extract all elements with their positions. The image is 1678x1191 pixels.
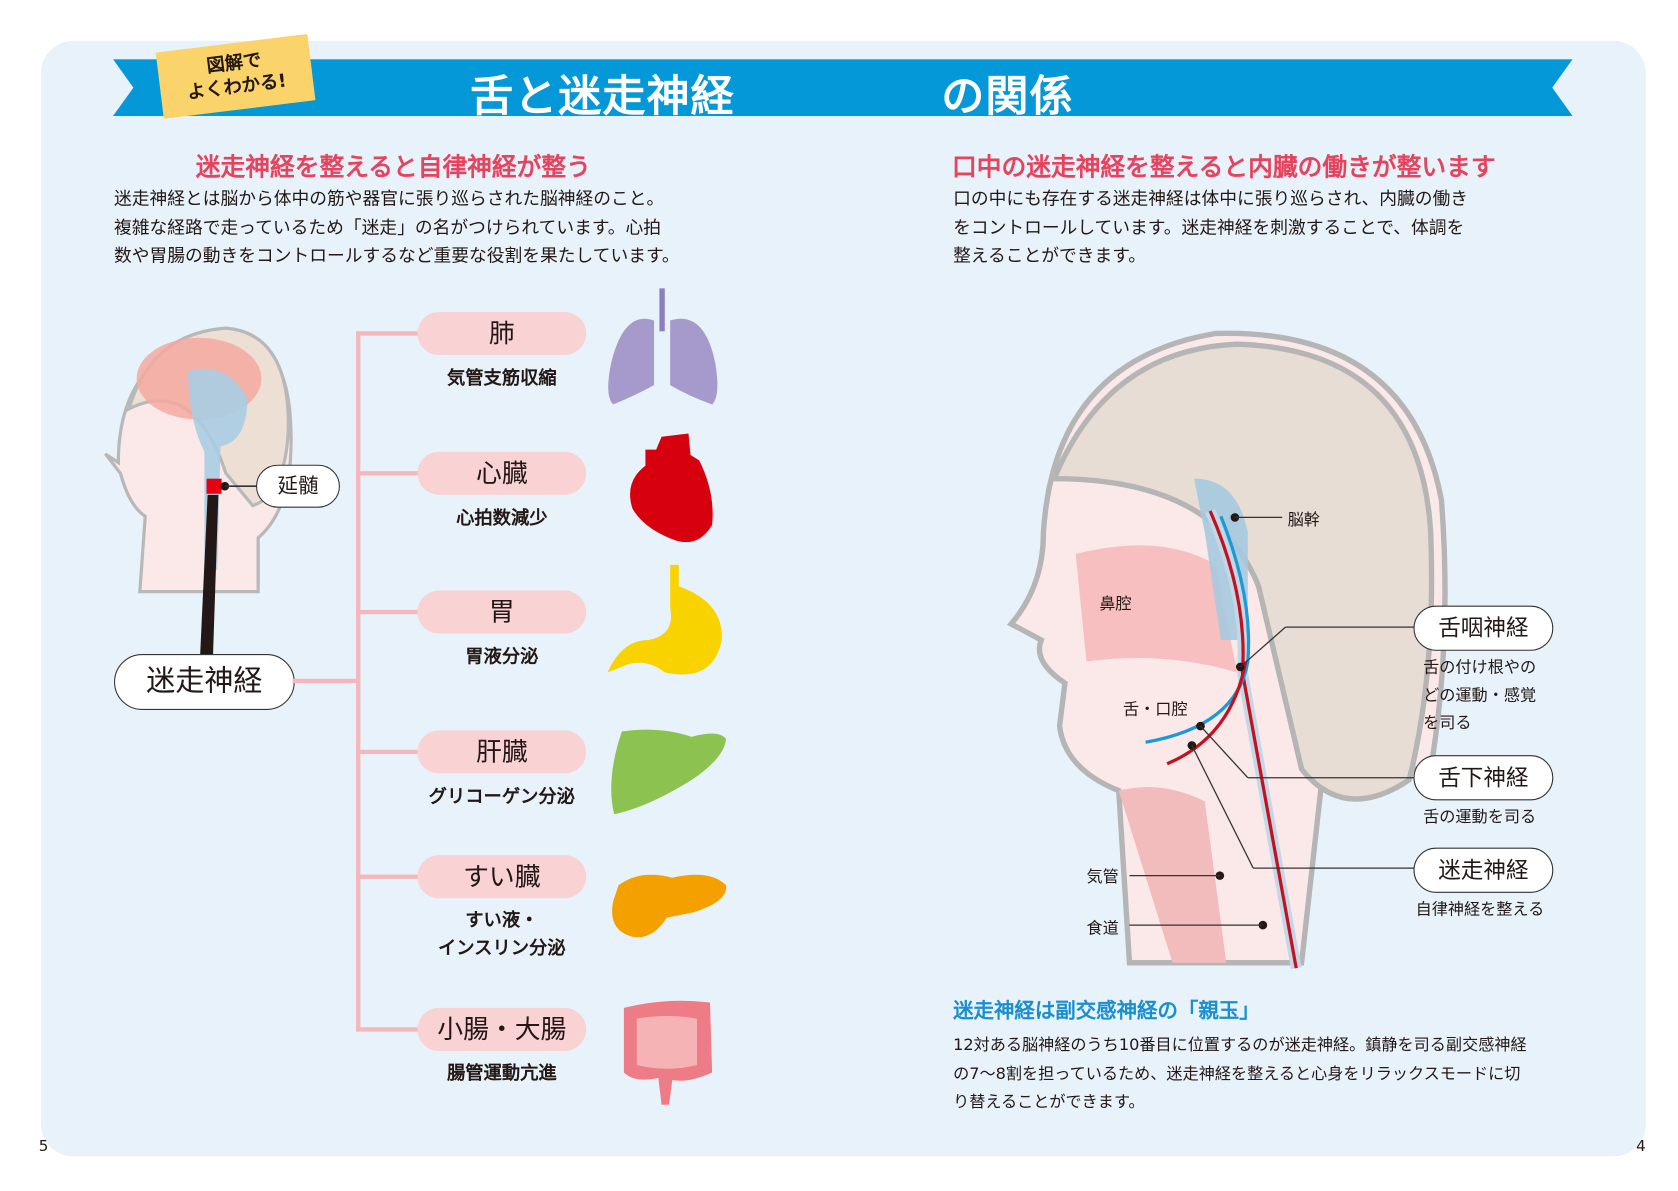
nerve-vagus: 迷走神経 xyxy=(1413,847,1554,893)
organ-effect: 胃液分泌 xyxy=(465,646,539,669)
medulla-label: 延髄 xyxy=(256,464,340,508)
organ-pancreas: すい臓 xyxy=(417,855,587,899)
label-trachea: 気管 xyxy=(1086,867,1119,887)
body-line: の7～8割を担っているため、迷走神経を整えると心身をリラックスモードに切 xyxy=(953,1063,1521,1083)
nerve-hypoglossal: 舌下神経 xyxy=(1413,755,1554,801)
connector-branch xyxy=(356,1027,421,1032)
organ-stomach: 胃 xyxy=(417,590,587,634)
connector-trunk xyxy=(356,331,361,1032)
connector-branch xyxy=(356,471,421,476)
connector-branch xyxy=(356,331,421,336)
desc-line: どの運動・感覚 xyxy=(1423,685,1537,705)
page-number-left: 5 xyxy=(38,1138,49,1156)
note-body: 12対ある脳神経のうち10番目に位置するのが迷走神経。鎮静を司る副交感神経 の7… xyxy=(953,1031,1527,1117)
body-line: 迷走神経とは脳から体中の筋や器官に張り巡らされた脳神経のこと。 xyxy=(114,188,665,209)
page-number-right: 4 xyxy=(1636,1138,1646,1156)
organ-effect: グリコーゲン分泌 xyxy=(428,786,575,808)
head-neck-anatomy-illustration xyxy=(1006,330,1448,970)
body-line: 数や胃腸の動きをコントロールするなど重要な役割を果たしています。 xyxy=(114,245,680,266)
body-line: 12対ある脳神経のうち10番目に位置するのが迷走神経。鎮静を司る副交感神経 xyxy=(953,1034,1527,1055)
note-heading: 迷走神経は副交感神経の「親玉」 xyxy=(953,999,1260,1023)
nerve-description: 自律神経を整える xyxy=(1415,899,1545,919)
label-brainstem: 脳幹 xyxy=(1287,509,1320,530)
head-brain-illustration xyxy=(104,326,293,657)
effect-line: すい液・ xyxy=(465,910,539,932)
stomach-icon xyxy=(607,564,722,675)
connector-branch xyxy=(356,749,421,755)
nerve-glossopharyngeal: 舌咽神経 xyxy=(1413,605,1554,651)
organ-effect: すい液・ インスリン分泌 xyxy=(398,907,606,963)
liver-icon xyxy=(611,729,727,815)
right-heading: 口中の迷走神経を整えると内臓の働きが整います xyxy=(951,153,1496,182)
right-body: 口の中にも存在する迷走神経は体中に張り巡らされ、内臓の働き をコントロールしてい… xyxy=(953,185,1468,271)
organ-lungs: 肺 xyxy=(417,311,587,355)
organ-intestines: 小腸・大腸 xyxy=(417,1007,587,1051)
organ-effect: 気管支筋収縮 xyxy=(446,367,557,390)
title-banner xyxy=(112,59,1573,117)
desc-line: を司る xyxy=(1423,713,1472,733)
label-esophagus: 食道 xyxy=(1086,918,1119,939)
desc-line: 舌の付け根やの xyxy=(1423,657,1537,677)
label-tongue-mouth: 舌・口腔 xyxy=(1123,699,1188,719)
effect-line: インスリン分泌 xyxy=(437,938,566,960)
vagus-nerve-label: 迷走神経 xyxy=(114,654,295,710)
pancreas-icon xyxy=(612,874,727,938)
intestine-icon xyxy=(623,1000,713,1105)
body-line: 口の中にも存在する迷走神経は体中に張り巡らされ、内臓の働き xyxy=(953,188,1468,209)
body-line: 複雑な経路で走っているため「迷走」の名がつけられています。心拍 xyxy=(114,216,662,238)
page-title-suffix: の関係 xyxy=(941,72,1074,122)
connector-branch xyxy=(356,874,421,879)
left-body: 迷走神経とは脳から体中の筋や器官に張り巡らされた脳神経のこと。 複雑な経路で走っ… xyxy=(114,185,680,271)
connector-branch xyxy=(356,609,421,615)
label-nasal-cavity: 鼻腔 xyxy=(1099,593,1132,614)
lungs-icon xyxy=(608,288,718,405)
body-line: 整えることができます。 xyxy=(953,245,1147,266)
page-title: 舌と迷走神経 xyxy=(470,72,735,122)
organ-effect: 心拍数減少 xyxy=(456,507,548,530)
nerve-description: 舌の運動を司る xyxy=(1423,806,1537,827)
body-line: り替えることができます。 xyxy=(953,1091,1145,1112)
heart-icon xyxy=(630,433,713,543)
organ-liver: 肝臓 xyxy=(417,730,587,774)
body-line: をコントロールしています。迷走神経を刺激することで、体調を xyxy=(953,216,1465,238)
connector-line xyxy=(292,678,360,684)
organ-effect: 腸管運動亢進 xyxy=(446,1062,557,1085)
organ-heart: 心臓 xyxy=(417,451,587,495)
nerve-description: 舌の付け根やの どの運動・感覚 を司る xyxy=(1423,653,1536,737)
left-heading: 迷走神経を整えると自律神経が整う xyxy=(195,153,591,182)
